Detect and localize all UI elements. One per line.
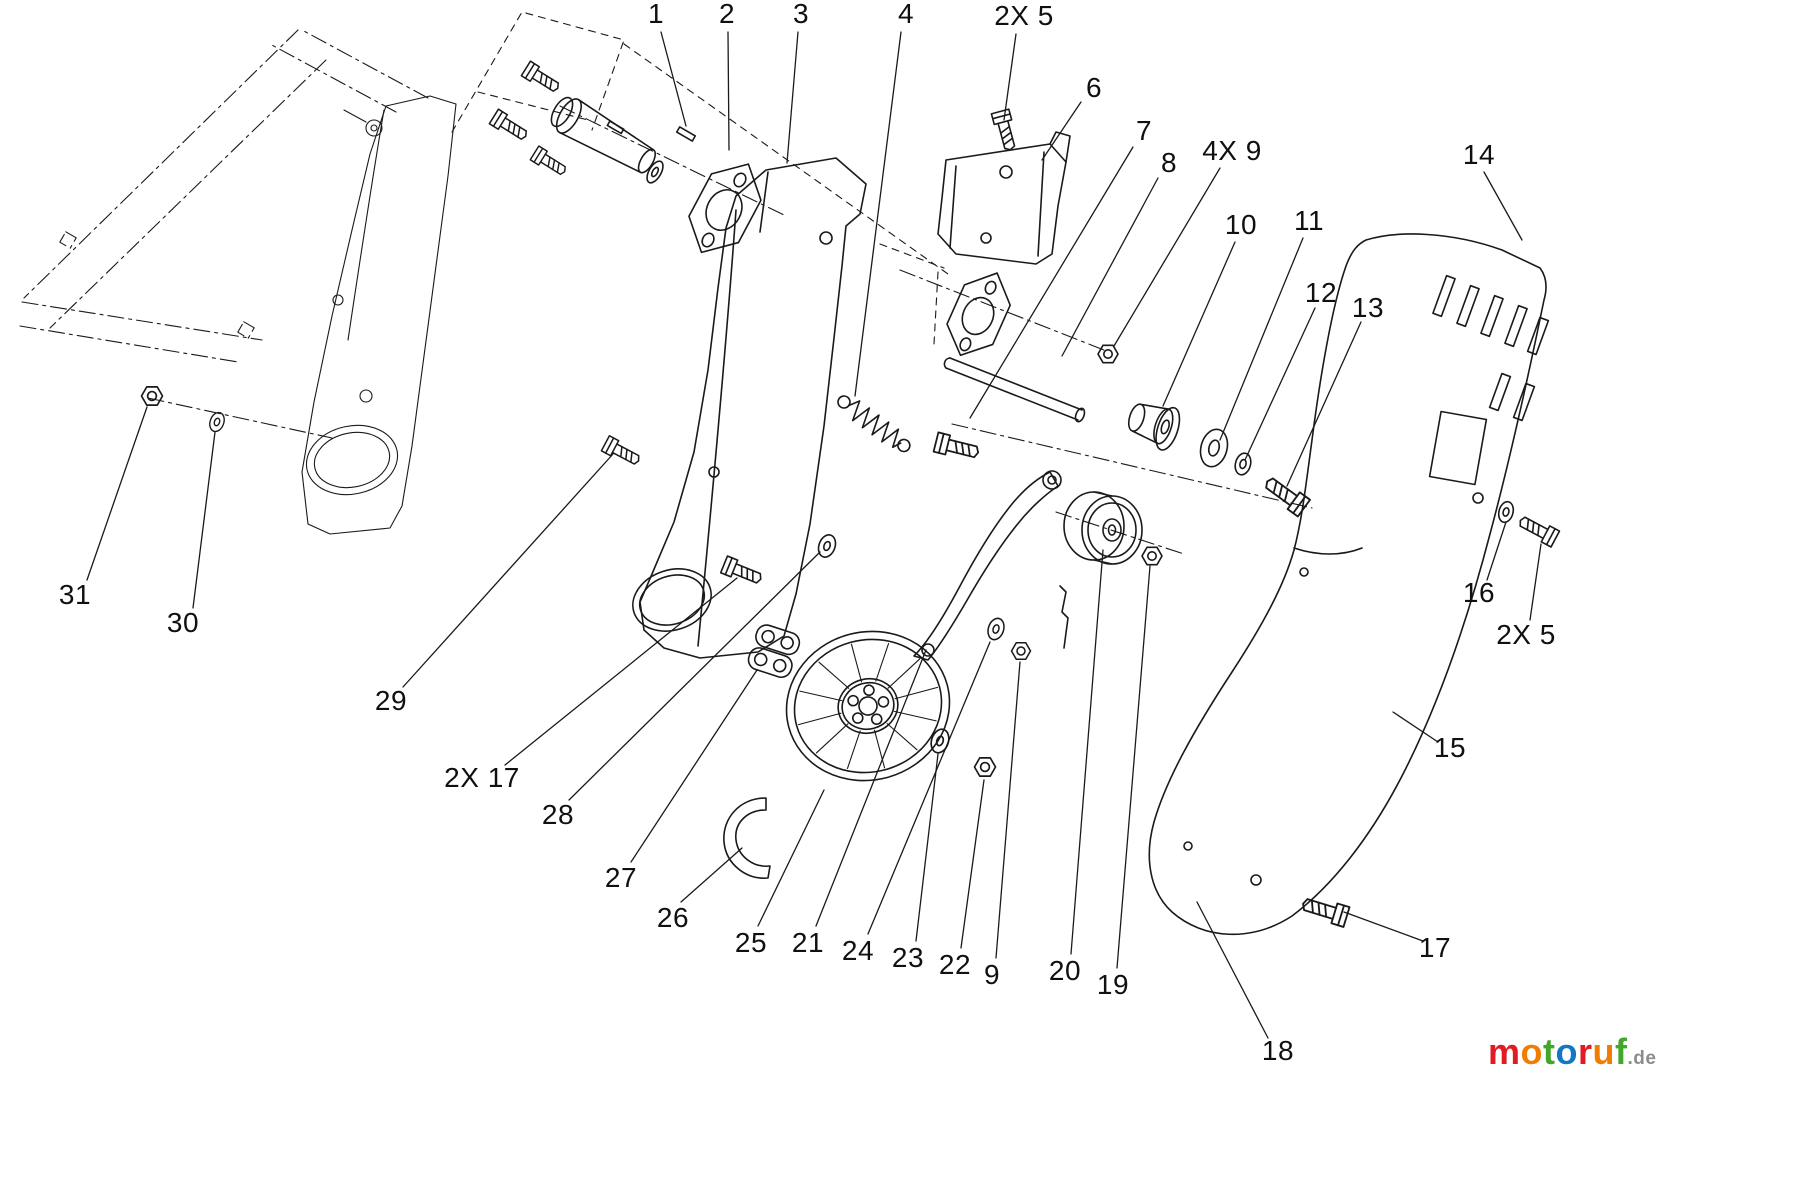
- motoruf-logo-word: motoruf: [1488, 1031, 1628, 1072]
- phantom-frame-centerlines: [19, 29, 1313, 555]
- idler-pulley-part-20: [1063, 491, 1143, 565]
- washer-part-11: [1199, 428, 1229, 468]
- nut-part-19: [1141, 546, 1163, 566]
- flange-plate-part-2: [688, 163, 762, 254]
- shaft-bolt-icon: [520, 60, 564, 97]
- cover-vent-slots: [1432, 274, 1550, 422]
- shaft-washer: [646, 160, 664, 184]
- washer-part-16: [1497, 500, 1515, 524]
- bolt-part-29: [600, 435, 644, 470]
- nut-part-8: [1097, 344, 1119, 364]
- bolt-part-5-right: [1515, 511, 1561, 548]
- shaft-bolt-icon: [488, 108, 532, 145]
- bolt-part-17-left: [719, 555, 765, 589]
- hub-part-10: [1127, 403, 1181, 451]
- spring-clip-detail: [1059, 585, 1069, 649]
- washer-part-28: [814, 531, 840, 561]
- motoruf-logo-domain: .de: [1627, 1048, 1657, 1069]
- washer-part-12: [1234, 452, 1252, 476]
- link-plates-part-27: [747, 624, 801, 679]
- nut-part-22: [973, 757, 997, 777]
- motoruf-logo: motoruf.de: [1488, 1032, 1656, 1079]
- callout-leader-lines: [86, 31, 1542, 1039]
- phantom-hidden-outlines: [451, 11, 949, 345]
- bracket-part-6: [937, 131, 1071, 265]
- side-cover-part-14-15: [1148, 233, 1550, 936]
- pin-part-1: [675, 126, 697, 142]
- idler-arm-part-21: [913, 470, 1062, 661]
- shaft-bolt-icon: [529, 145, 570, 180]
- washer-part-30: [206, 409, 228, 435]
- rod-part-7: [943, 357, 1086, 423]
- input-shaft-assembly: [488, 60, 664, 184]
- washer-part-24: [984, 615, 1008, 643]
- nut-part-9: [1010, 641, 1032, 661]
- frame-panel: [301, 95, 457, 535]
- fan-pulley-part-25: [785, 630, 951, 782]
- cover-rect-opening: [1428, 410, 1488, 486]
- nut-part-31: [140, 386, 164, 406]
- bolt-part-17-right: [1299, 892, 1351, 928]
- c-guide-part-26: [723, 797, 771, 879]
- spring-part-4: [837, 395, 911, 453]
- shaft-cylinder: [550, 96, 656, 174]
- engine-flange: [946, 272, 1011, 357]
- mounting-plate-part-3: [632, 157, 867, 659]
- idler-pivot-bolt: [932, 431, 982, 464]
